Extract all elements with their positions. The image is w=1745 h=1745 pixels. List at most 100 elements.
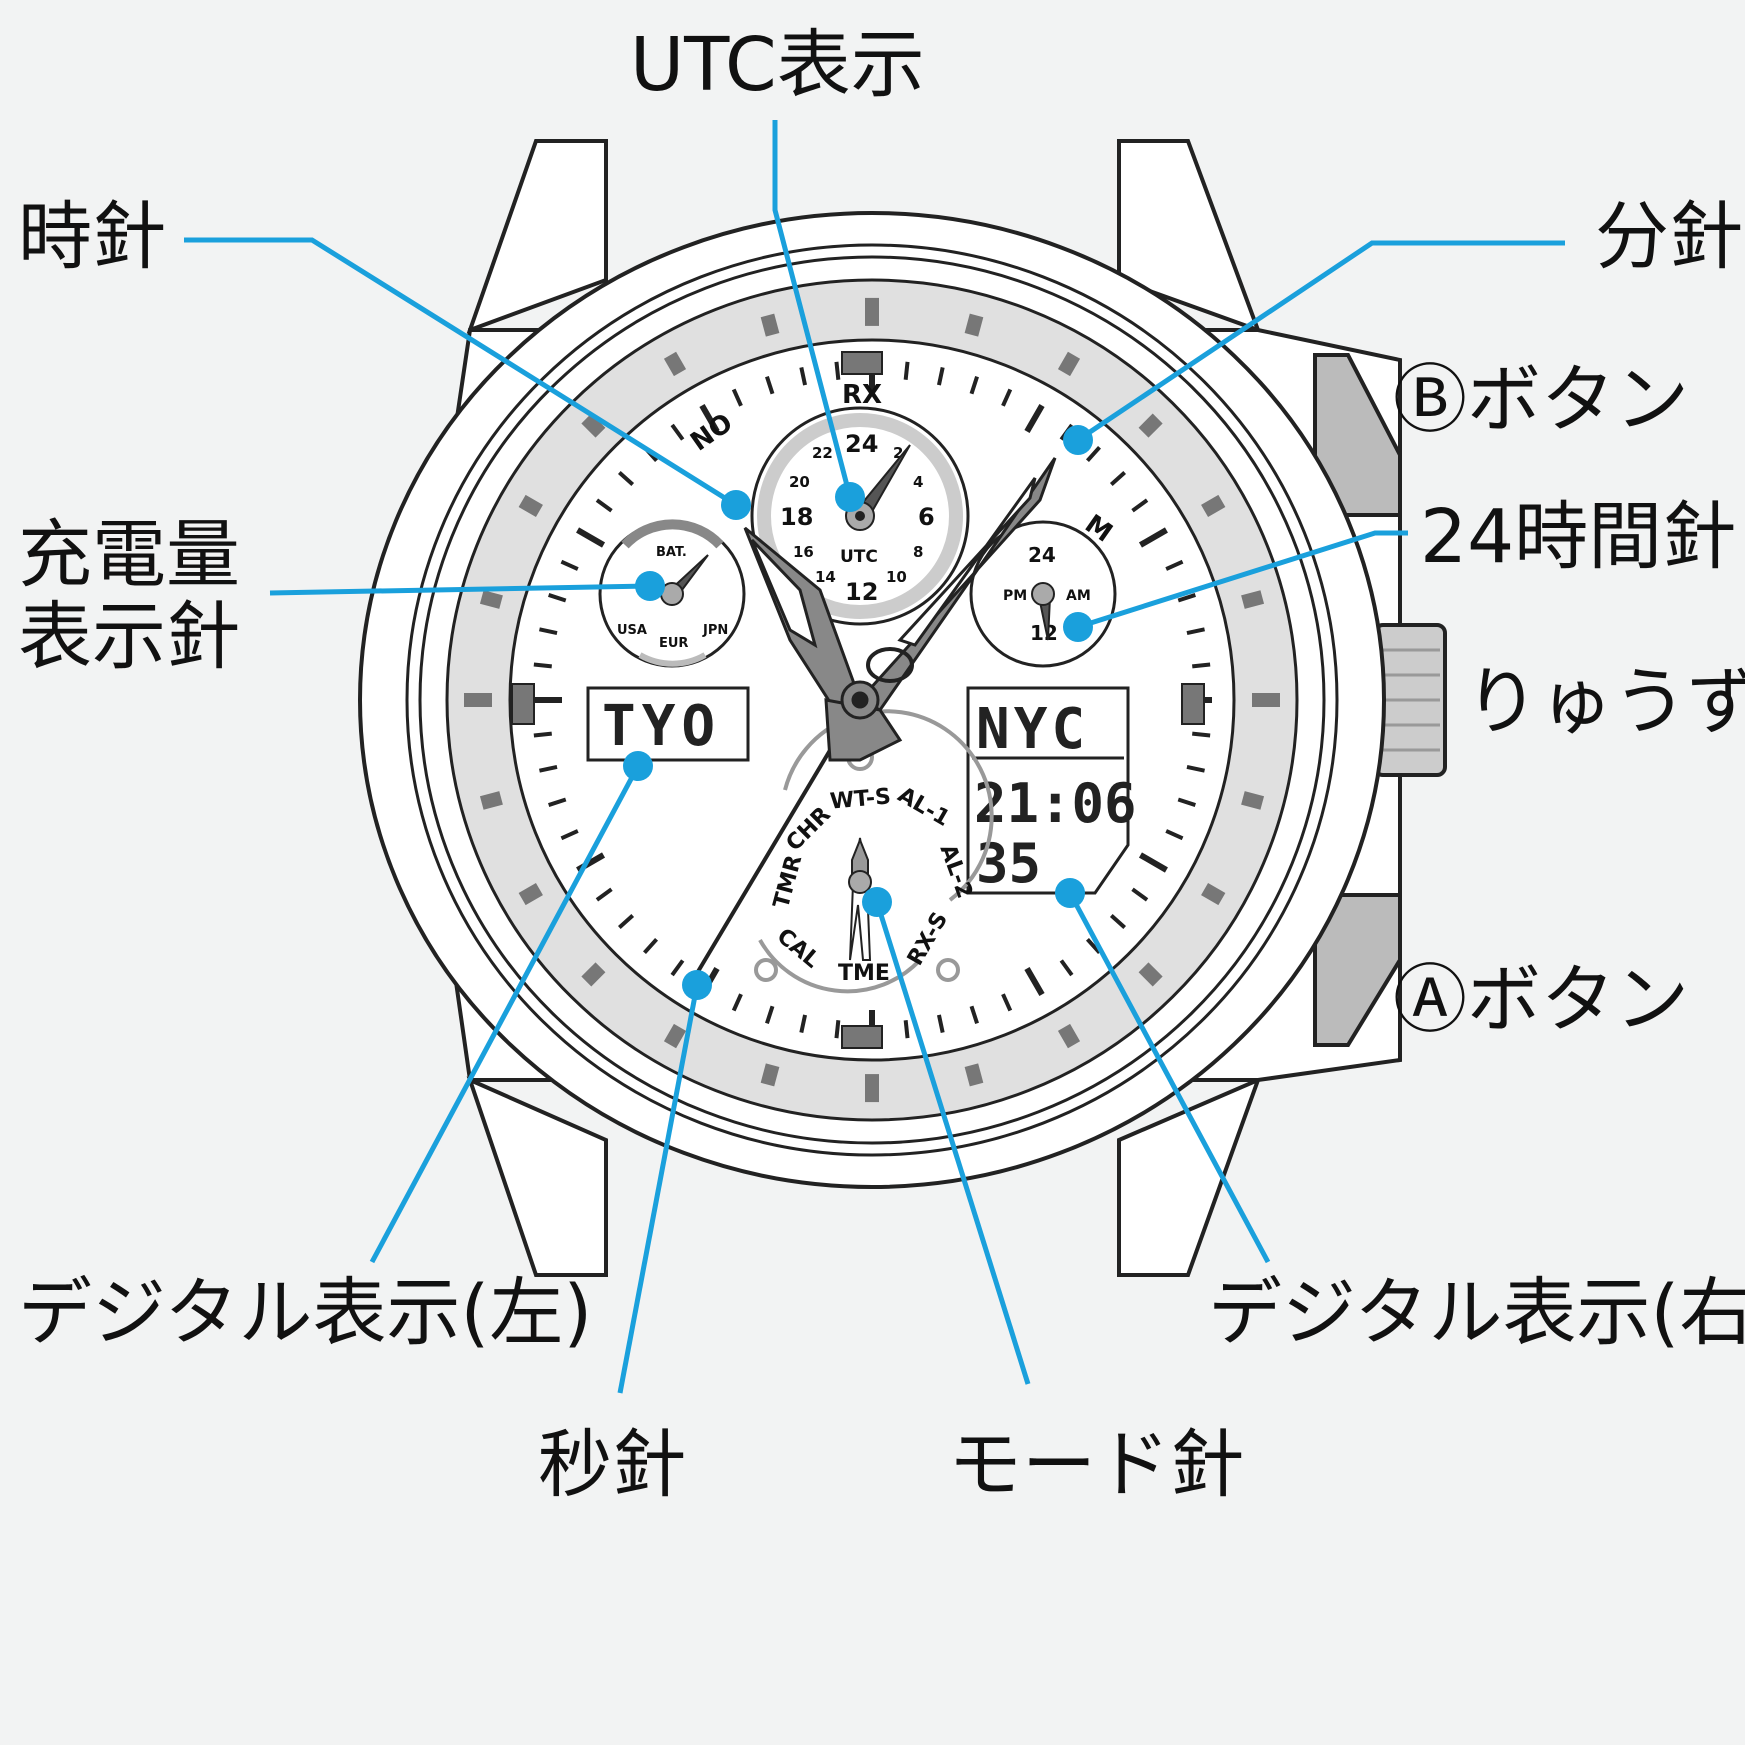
utc-subdial-top: 24 xyxy=(845,430,878,458)
utc-subdial-title: UTC xyxy=(840,547,878,567)
utc-subdial-2: 2 xyxy=(893,444,903,462)
hour24-am: AM xyxy=(1066,588,1091,604)
minute-tick xyxy=(576,527,606,548)
bezel-marker xyxy=(581,413,606,438)
label-second-hand: 秒針 xyxy=(538,1422,686,1508)
lcd-right-time: 21:06 xyxy=(974,772,1137,835)
minute-tick xyxy=(595,887,613,902)
utc-subdial-10: 10 xyxy=(886,568,907,586)
label-b-button: Ⓑボタン xyxy=(1393,357,1689,443)
label-utc: UTC表示 xyxy=(630,22,925,108)
lug-bottom-left xyxy=(466,1076,608,1277)
minute-tick xyxy=(1192,662,1211,669)
dot-hour xyxy=(721,490,751,520)
label-crown: りゅうず xyxy=(1465,659,1745,745)
dot-utc xyxy=(835,482,865,512)
minute-tick xyxy=(969,376,979,395)
bezel-marker xyxy=(964,1063,984,1087)
label-hour24-hand: 24時間針 xyxy=(1420,494,1736,580)
leader-charge xyxy=(269,583,651,596)
minute-tick xyxy=(1138,527,1168,548)
side-controls xyxy=(1313,353,1447,1047)
label-minute-hand: 分針 xyxy=(1595,194,1743,280)
bezel-marker xyxy=(865,1074,879,1103)
dot-digital-right xyxy=(1055,878,1085,908)
battery-usa: USA xyxy=(617,623,647,638)
minute-tick xyxy=(936,367,945,386)
utc-subdial-14: 14 xyxy=(815,568,836,586)
battery-eur: EUR xyxy=(659,636,688,651)
minute-tick xyxy=(548,797,567,807)
minute-tick xyxy=(903,361,910,380)
lcd-right-seconds: 35 xyxy=(976,832,1041,895)
hour24-subdial: 24 12 PM AM xyxy=(969,520,1117,668)
label-charge-line2: 表示針 xyxy=(18,594,240,680)
minute-tick xyxy=(1109,913,1127,929)
label-charge-line1: 充電量 xyxy=(18,512,240,598)
bezel-marker xyxy=(1138,962,1163,987)
minute-tick xyxy=(731,388,743,407)
mode-tme: TME xyxy=(838,961,890,986)
leader-second xyxy=(617,984,700,1394)
minute-tick xyxy=(1131,498,1149,513)
lcd-right-city: NYC xyxy=(976,697,1089,762)
lug-top-left xyxy=(466,139,608,334)
bezel-marker xyxy=(1201,882,1226,906)
minute-tick xyxy=(1138,852,1168,873)
bezel-marker xyxy=(518,882,543,906)
minute-tick xyxy=(643,937,659,955)
minute-tick xyxy=(1024,404,1045,434)
minute-tick xyxy=(1001,993,1013,1012)
minute-tick xyxy=(765,376,775,395)
minute-tick xyxy=(834,1020,841,1039)
label-mode-hand: モード針 xyxy=(948,1422,1244,1508)
dial-label-rx: RX xyxy=(842,380,882,410)
minute-tick xyxy=(1131,887,1149,902)
lcd-left-text: TYO xyxy=(602,694,721,759)
bezel-marker xyxy=(1252,693,1280,707)
bezel-marker xyxy=(1241,791,1265,810)
minute-tick xyxy=(699,404,720,434)
dot-digital-left xyxy=(623,751,653,781)
bezel-marker xyxy=(760,313,780,337)
bezel-marker xyxy=(1241,590,1265,609)
minute-tick xyxy=(969,1005,979,1024)
minute-tick xyxy=(548,593,567,603)
minute-tick xyxy=(731,993,743,1012)
utc-subdial-12: 12 xyxy=(845,578,878,606)
minute-tick xyxy=(1186,764,1205,773)
bezel-marker xyxy=(760,1063,780,1087)
minute-tick xyxy=(936,1014,945,1033)
bezel-marker xyxy=(581,962,606,987)
a-button-shape[interactable] xyxy=(1313,893,1402,1047)
utc-subdial-8: 8 xyxy=(913,543,923,561)
dot-minute xyxy=(1063,425,1093,455)
minute-tick xyxy=(533,662,552,669)
dot-second xyxy=(682,970,712,1000)
label-digital-left: デジタル表示(左) xyxy=(18,1270,592,1356)
bezel-marker xyxy=(518,494,543,518)
minute-tick xyxy=(560,829,579,841)
minute-tick xyxy=(1177,797,1196,807)
utc-subdial-16: 16 xyxy=(793,543,814,561)
dot-hour24 xyxy=(1063,612,1093,642)
utc-subdial-6: 6 xyxy=(918,503,935,531)
label-digital-right: デジタル表示(右) xyxy=(1208,1270,1745,1356)
utc-subdial-20: 20 xyxy=(789,473,810,491)
minute-tick xyxy=(670,423,685,441)
minute-tick xyxy=(799,1014,808,1033)
minute-tick xyxy=(1085,937,1101,955)
bezel-marker xyxy=(1057,351,1081,377)
hour24-pm: PM xyxy=(1003,588,1027,604)
battery-subdial: BAT. USA EUR JPN xyxy=(598,519,746,668)
dot-mode xyxy=(862,887,892,917)
bezel-marker xyxy=(663,1023,687,1049)
leader-lines xyxy=(184,120,1565,1394)
minute-tick xyxy=(1192,731,1211,738)
minute-tick xyxy=(799,367,808,386)
leader-digital-right xyxy=(1067,891,1271,1264)
label-a-button: Ⓐボタン xyxy=(1393,957,1689,1043)
minute-tick xyxy=(539,764,558,773)
minute-tick xyxy=(1186,627,1205,636)
